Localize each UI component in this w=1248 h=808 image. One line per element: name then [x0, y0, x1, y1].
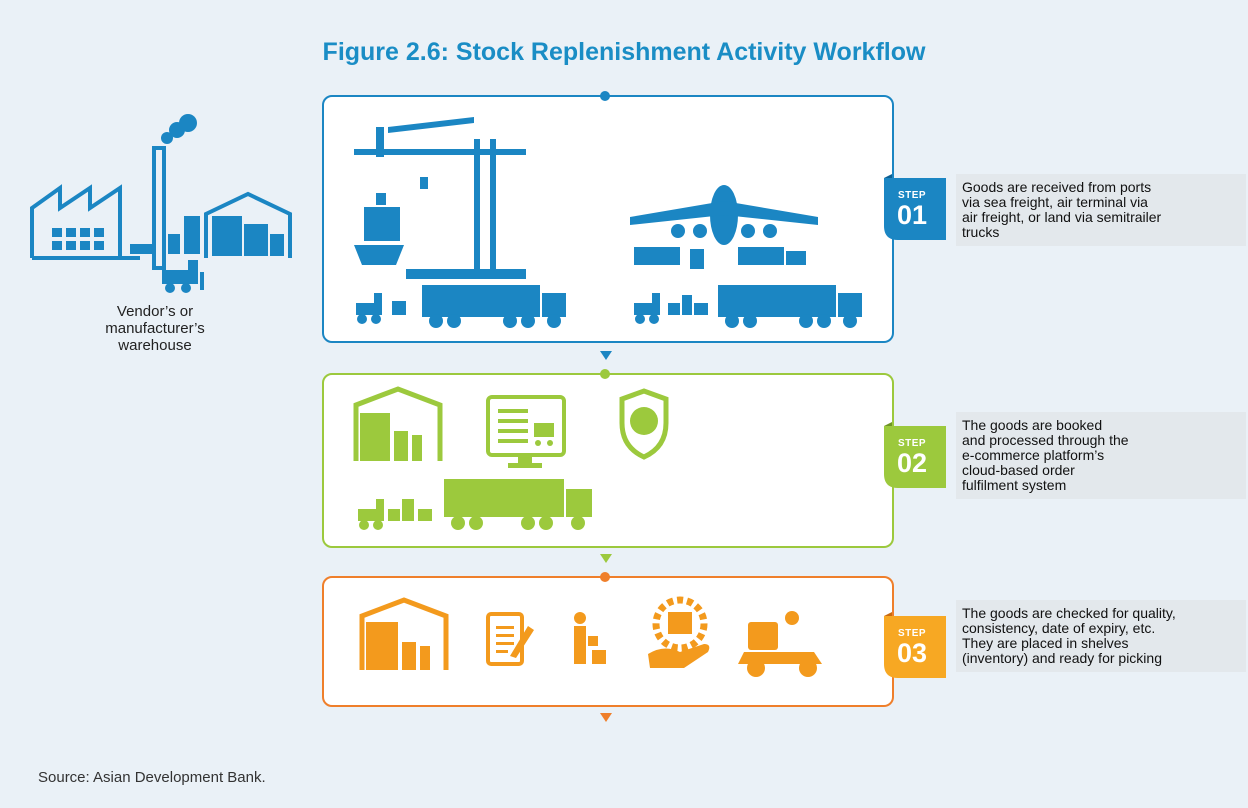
flow-arrow-2: [600, 554, 612, 563]
step-number: 03: [896, 638, 928, 668]
stage-03-panel: [322, 572, 894, 707]
step-label: STEP: [897, 438, 927, 449]
connector-dot: [600, 369, 610, 379]
vendor-label: Vendor’s or manufacturer’s warehouse: [20, 303, 290, 354]
vendor-label-line: Vendor’s or: [116, 303, 194, 320]
step-02-description: The goods are booked and processed throu…: [956, 412, 1246, 499]
connector-dot: [600, 572, 610, 582]
description-line: consistency, date of expiry, etc.: [962, 620, 1156, 636]
flow-arrow-3: [600, 713, 612, 722]
description-line: e-commerce platform’s: [962, 447, 1105, 463]
figure-title: Figure 2.6: Stock Replenishment Activity…: [322, 38, 926, 66]
step-02-badge: STEP 02: [884, 422, 946, 488]
quality-check-shelving-illustration: [359, 596, 822, 677]
description-line: They are placed in shelves: [962, 635, 1129, 651]
stage-01-panel: [322, 91, 894, 343]
description-line: air freight, or land via semitrailer: [962, 209, 1162, 225]
step-03-description: The goods are checked for quality, consi…: [956, 600, 1246, 672]
description-line: cloud-based order: [962, 462, 1075, 478]
step-number: 02: [896, 448, 928, 478]
step-label: STEP: [897, 190, 927, 201]
description-line: trucks: [962, 224, 1000, 240]
description-line: Goods are received from ports: [962, 179, 1152, 195]
source-note: Source: Asian Development Bank.: [38, 769, 266, 786]
vendor-label-line: manufacturer’s: [105, 320, 205, 337]
description-line: fulfilment system: [962, 477, 1067, 493]
step-number: 01: [896, 200, 928, 230]
step-03-badge: STEP 03: [884, 612, 946, 678]
step-label: STEP: [897, 628, 927, 639]
description-line: (inventory) and ready for picking: [962, 650, 1162, 666]
booking-processing-illustration: [353, 386, 669, 530]
vendor-warehouse-group: Vendor’s or manufacturer’s warehouse: [20, 108, 310, 368]
stage-02-panel: [322, 369, 894, 548]
ports-transport-illustration: [354, 117, 862, 328]
connector-dot: [600, 91, 610, 101]
step-01-description: Goods are received from ports via sea fr…: [956, 174, 1246, 246]
description-line: The goods are checked for quality,: [962, 605, 1176, 621]
vendor-label-line: warehouse: [118, 337, 192, 354]
description-line: The goods are booked: [962, 417, 1103, 433]
description-line: and processed through the: [962, 432, 1129, 448]
factory-warehouse-icon: [30, 114, 292, 293]
flow-arrow-1: [600, 351, 612, 360]
description-line: via sea freight, air terminal via: [962, 194, 1148, 210]
step-01-badge: STEP 01: [884, 174, 946, 240]
